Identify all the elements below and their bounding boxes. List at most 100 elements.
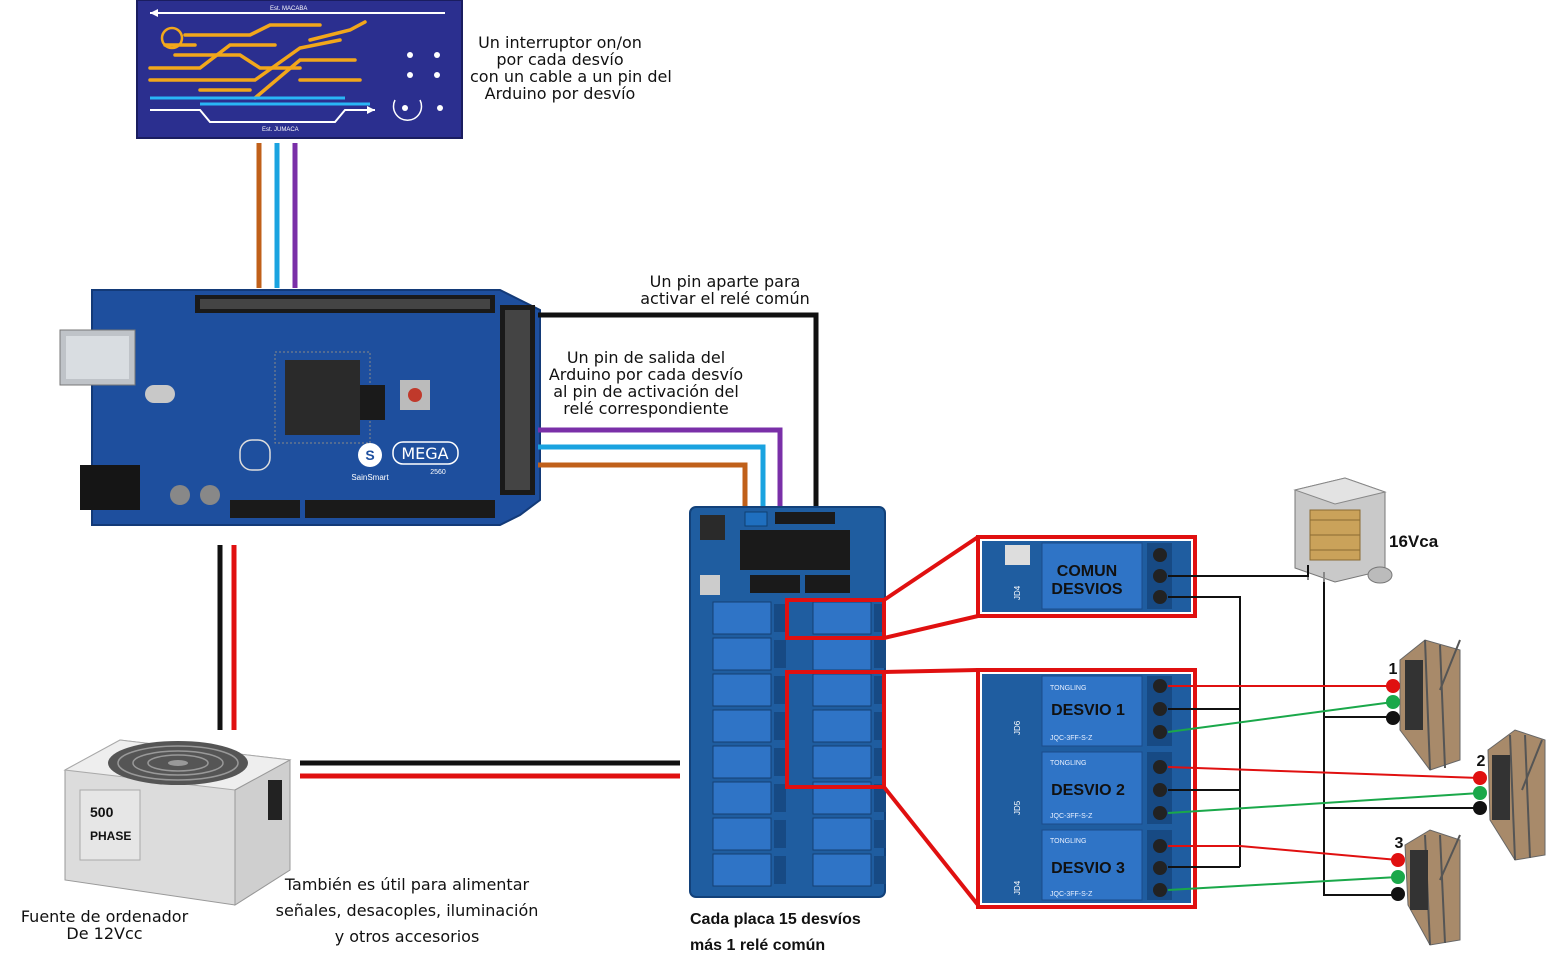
psu-use-note-line: señales, desacoples, iluminación [275,901,539,920]
arduino-variant: 2560 [430,469,446,476]
arduino-brand: SainSmart [351,473,389,482]
relay-board-note-line: Cada placa 15 desvíos [690,911,861,928]
relay-1-model: JQC-3FF-S-Z [1050,735,1093,742]
panel-wires [256,143,298,288]
computer-psu: 500 PHASE [63,739,292,906]
relay-terminal [874,820,886,848]
panel-note-line: Arduino por desvío [484,84,636,103]
relay-terminal [774,820,786,848]
common-label-line2: DESVIOS [1051,581,1122,598]
jd-label-1: JD6 [1013,720,1022,735]
psu-label-line: De 12Vcc [66,924,143,943]
jd-label-2: JD5 [1013,800,1022,815]
relay-terminal [774,640,786,668]
relay-power-wires [300,760,680,779]
relay-2-model: JQC-3FF-S-Z [1050,813,1093,820]
panel-note-line: con un cable a un pin del [470,67,672,86]
turnout-1-label: DESVIO 1 [1051,702,1125,719]
psu-label: Fuente de ordenador De 12Vcc [2,908,207,942]
relay-module [812,637,872,671]
relay-module [812,745,872,779]
zoom-turnout-relays: TONGLING DESVIO 1 JQC-3FF-S-Z JD6 TONGLI… [976,668,1197,909]
arduino-model: MEGA [401,444,448,463]
relay-module [712,817,772,851]
turnout-2 [1473,729,1546,861]
relay-board-16ch [689,506,886,898]
common-pin-note-line: activar el relé común [640,289,810,308]
relay-terminal [774,856,786,884]
signal-wires [538,427,783,507]
turnout-3 [1391,829,1461,946]
relay-terminal [874,640,886,668]
relay-terminal [774,676,786,704]
relay-module [812,673,872,707]
turnout-3-label: DESVIO 3 [1051,860,1125,877]
arduino-mega-board: S SainSmart MEGA 2560 [59,289,541,526]
psu-brand: PHASE [90,829,131,843]
relay-2-detail: TONGLING DESVIO 2 JQC-3FF-S-Z JD5 [1013,751,1172,825]
relay-module [812,601,872,635]
control-panel: Est. MACABA Est. JUMACA [136,0,463,139]
relay-module [712,853,772,887]
psu-rating: 500 [90,804,114,820]
turnout-relays-highlight [785,670,886,789]
output-pin-note-line: Arduino por cada desvío [548,365,744,384]
turnout-number-1: 1 [1389,661,1398,678]
psu-label-line: Fuente de ordenador [20,907,189,926]
relay-terminal [774,748,786,776]
common-pin-note: Un pin aparte para activar el relé común [630,273,820,307]
relay-terminal [774,712,786,740]
relay-terminal [774,784,786,812]
common-relay-highlight [785,598,886,640]
relay-3-brand: TONGLING [1050,838,1086,845]
output-pin-note: Un pin de salida del Arduino por cada de… [546,349,746,417]
jd-label-common: JD4 [1013,585,1022,600]
relay-module [812,853,872,887]
psu-use-note-line: y otros accesorios [334,927,480,946]
relay-module [812,817,872,851]
psu-use-note: También es útil para alimentar señales, … [262,872,552,950]
relay-module [812,709,872,743]
turnout-1 [1386,639,1461,771]
common-pin-note-line: Un pin aparte para [649,272,801,291]
relay-3-detail: TONGLING DESVIO 3 JQC-3FF-S-Z JD4 [1013,829,1172,901]
relay-1-brand: TONGLING [1050,685,1086,692]
svg-text:S: S [365,447,374,463]
turnout-number-3: 3 [1395,835,1404,852]
output-pin-note-line: al pin de activación del [553,382,739,401]
relay-module [712,709,772,743]
turnout-wiring [1167,565,1481,896]
zoom-callout-lines [882,535,980,907]
relay-module [712,601,772,635]
panel-note: Un interruptor on/on por cada desvío con… [470,33,672,103]
relay-1-detail: TONGLING DESVIO 1 JQC-3FF-S-Z JD6 [1013,675,1172,747]
turnout-number-2: 2 [1477,753,1486,770]
zoom-common-relay: COMUN DESVIOS JD4 [976,535,1197,618]
relay-terminal [774,604,786,632]
relay-board-note-line: más 1 relé común [690,937,826,954]
common-pin-wire [538,312,819,507]
jd-label-3: JD4 [1013,880,1022,895]
relay-terminal [874,856,886,884]
panel-station-bottom: Est. JUMACA [262,127,299,133]
panel-note-line: Un interruptor on/on [478,33,642,52]
relay-module [712,745,772,779]
output-pin-note-line: relé correspondiente [563,399,729,418]
transformer-label: 16Vca [1389,532,1439,551]
relay-3-model: JQC-3FF-S-Z [1050,891,1093,898]
relay-module [712,673,772,707]
relay-2-brand: TONGLING [1050,760,1086,767]
relay-terminal [874,784,886,812]
psu-use-note-line: También es útil para alimentar [284,875,530,894]
transformer-16vca [1293,477,1393,584]
output-pin-note-line: Un pin de salida del [566,348,726,367]
common-label-line1: COMUN [1057,563,1117,580]
turnout-2-label: DESVIO 2 [1051,782,1125,799]
arduino-power-wires [217,545,237,730]
relay-module [712,781,772,815]
panel-station-top: Est. MACABA [270,6,307,12]
relay-module [712,637,772,671]
relay-rows [712,601,886,887]
panel-note-line: por cada desvío [496,50,624,69]
